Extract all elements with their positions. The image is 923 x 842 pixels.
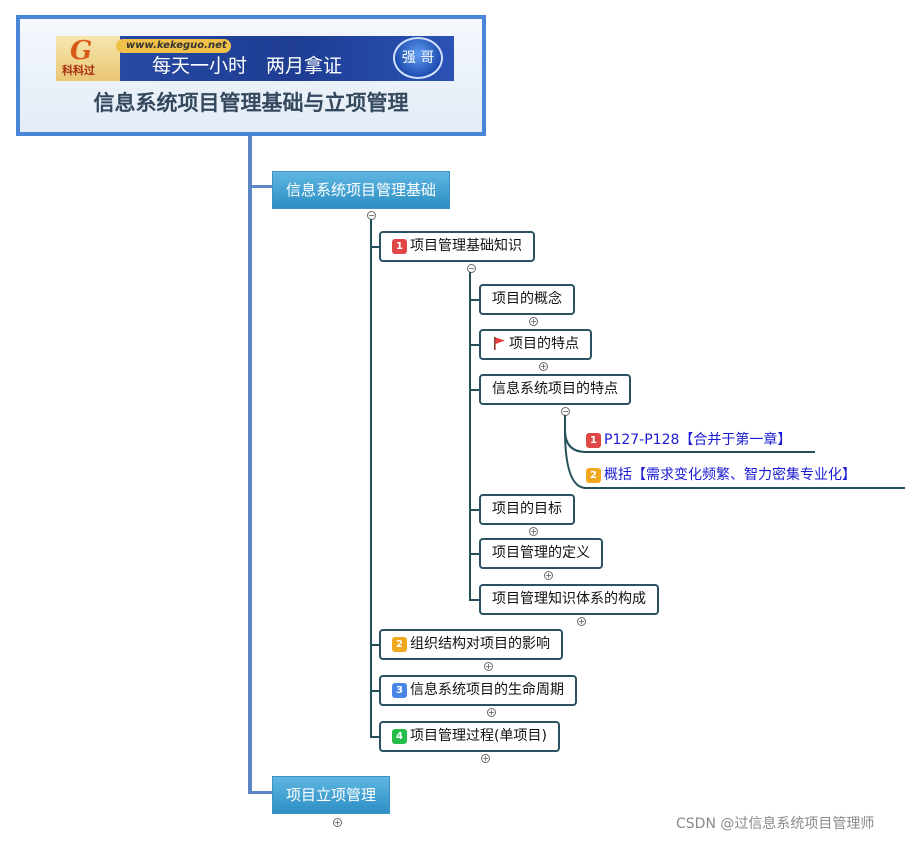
topic-is-project-features[interactable]: 信息系统项目的特点 [479,374,631,405]
expand-toggle[interactable]: + [577,617,586,626]
watermark: CSDN @过信息系统项目管理师 [676,815,874,833]
topic-label: 组织结构对项目的影响 [410,636,550,652]
topic-project-concept[interactable]: 项目的概念 [479,284,575,315]
leaf-label: 概括【需求变化频繁、智力密集专业化】 [604,467,856,483]
banner-image: G 科科过 www.kekeguo.net 每天一小时 两月拿证 强 哥 [56,36,454,81]
badge-text: 强 哥 [395,49,441,67]
topic-project-management-basics[interactable]: 信息系统项目管理基础 [272,171,450,209]
expand-toggle[interactable]: + [544,571,553,580]
topic-project-goal[interactable]: 项目的目标 [479,494,575,525]
leaf-label: P127-P128【合并于第一章】 [604,432,791,448]
expand-toggle[interactable]: + [333,818,342,827]
level2-connector [370,219,372,737]
expand-toggle[interactable]: + [481,754,490,763]
topic-pm-body-of-knowledge[interactable]: 项目管理知识体系的构成 [479,584,659,615]
topic-pm-definition[interactable]: 项目管理的定义 [479,538,603,569]
number-badge: 3 [392,683,407,698]
topic-label: 信息系统项目的生命周期 [410,682,564,698]
number-badge: 2 [392,637,407,652]
expand-toggle[interactable]: + [539,362,548,371]
number-badge: 1 [586,433,601,448]
banner-url: www.kekeguo.net [126,39,227,53]
logo: G 科科过 [56,36,120,81]
topic-project-initiation[interactable]: 项目立项管理 [272,776,390,814]
expand-toggle[interactable]: + [529,317,538,326]
root-title: 信息系统项目管理基础与立项管理 [20,89,482,117]
red-flag-icon [492,336,506,350]
banner-slogan: 每天一小时 两月拿证 [152,54,342,78]
topic-project-features[interactable]: 项目的特点 [479,329,592,360]
topic-label: 项目的特点 [509,336,579,352]
topic-label: 项目管理过程(单项目) [410,728,547,744]
root-topic[interactable]: G 科科过 www.kekeguo.net 每天一小时 两月拿证 强 哥 信息系… [16,15,486,136]
expand-toggle[interactable]: + [484,662,493,671]
expand-toggle[interactable]: + [487,708,496,717]
number-badge: 1 [392,239,407,254]
number-badge: 4 [392,729,407,744]
root-connector [248,136,252,794]
badge-icon: 强 哥 [393,37,443,79]
topic-label: 项目管理基础知识 [410,238,522,254]
connector-l1-2 [248,791,274,794]
connector-l1-1 [248,185,274,188]
logo-icon: G [70,37,92,65]
expand-toggle[interactable]: + [529,527,538,536]
level3-connector [469,272,471,600]
number-badge: 2 [586,468,601,483]
logo-text: 科科过 [62,64,95,78]
